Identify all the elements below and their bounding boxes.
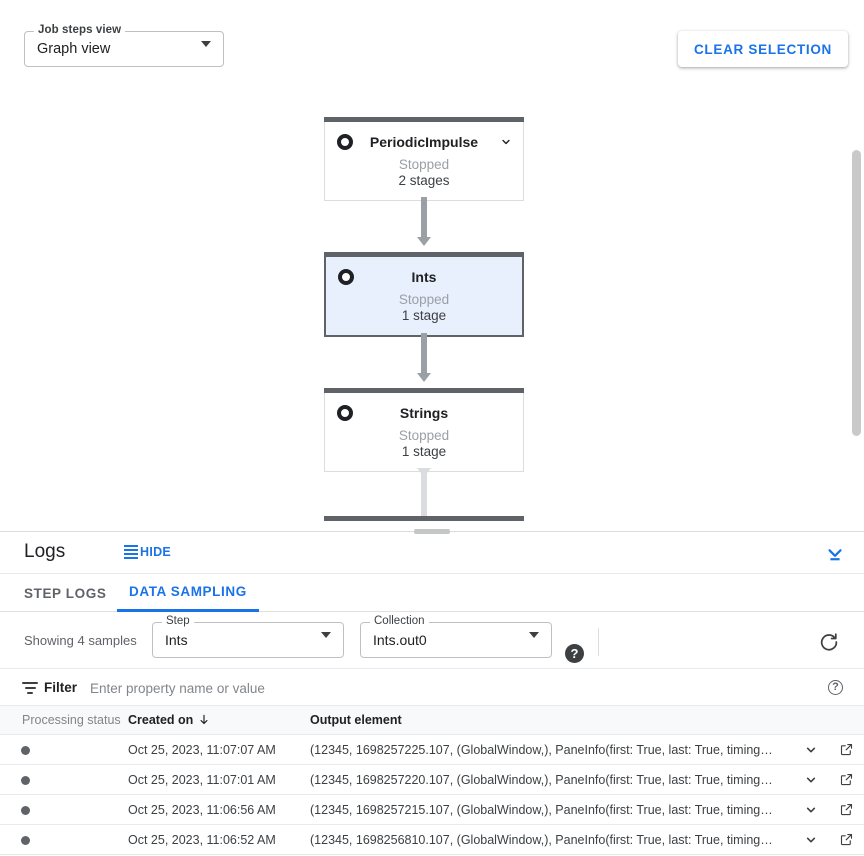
tab-data-sampling[interactable]: DATA SAMPLING — [117, 574, 259, 612]
cell-output-element: (12345, 1698256810.107, (GlobalWindow,),… — [310, 833, 773, 847]
expand-row-chevron-icon[interactable] — [803, 742, 819, 758]
node-stages: 1 stage — [401, 308, 447, 323]
job-steps-view-value: Graph view — [37, 41, 111, 57]
hide-logs-button[interactable]: HIDE — [124, 545, 171, 559]
filter-help-icon[interactable]: ? — [828, 680, 843, 695]
status-dot-icon — [21, 776, 30, 785]
step-select[interactable]: Step Ints — [152, 615, 344, 658]
collection-select-value: Ints.out0 — [373, 632, 427, 648]
logs-title: Logs — [24, 541, 66, 562]
open-in-new-icon[interactable] — [839, 832, 854, 847]
table-header-row: Processing status Created on Output elem… — [0, 706, 864, 735]
node-title: Ints — [411, 269, 437, 285]
step-select-label: Step — [162, 615, 194, 627]
panel-resize-handle[interactable] — [414, 529, 450, 534]
graph-node-partial[interactable] — [324, 516, 524, 521]
graph-edge-arrow-1 — [417, 237, 431, 246]
graph-node-ints[interactable]: Ints Stopped 1 stage — [324, 252, 524, 337]
filter-input[interactable] — [88, 678, 788, 698]
refresh-icon[interactable] — [818, 631, 840, 653]
graph-vertical-scrollbar[interactable] — [852, 150, 861, 436]
node-status-bar — [324, 388, 524, 393]
collapse-panel-icon[interactable] — [824, 543, 846, 565]
status-dot-icon — [21, 806, 30, 815]
chevron-down-icon — [529, 632, 539, 656]
node-title: PeriodicImpulse — [369, 134, 479, 150]
hide-logs-label: HIDE — [140, 545, 172, 559]
cell-created-on: Oct 25, 2023, 11:06:52 AM — [128, 833, 276, 847]
sample-count-label: Showing 4 samples — [24, 633, 137, 648]
sort-descending-icon[interactable] — [197, 712, 211, 728]
graph-edge-arrow-3 — [417, 468, 431, 477]
expand-row-chevron-icon[interactable] — [803, 772, 819, 788]
node-status: Stopped — [398, 428, 450, 443]
column-header-processing-status[interactable]: Processing status — [22, 713, 121, 727]
collection-select-label: Collection — [370, 615, 429, 627]
stop-icon — [337, 134, 353, 150]
job-steps-view-label: Job steps view — [34, 24, 126, 36]
node-status-bar — [324, 117, 524, 122]
logs-panel: Logs HIDE STEP LOGS DATA SAMPLING Showin… — [0, 531, 864, 856]
cell-output-element: (12345, 1698257220.107, (GlobalWindow,),… — [310, 773, 773, 787]
logs-tabs: STEP LOGS DATA SAMPLING — [0, 574, 864, 612]
column-header-output-element[interactable]: Output element — [310, 713, 402, 727]
cell-created-on: Oct 25, 2023, 11:07:01 AM — [128, 773, 276, 787]
job-graph-pane: Job steps view Graph view CLEAR SELECTIO… — [24, 24, 861, 521]
node-status-bar — [324, 252, 524, 257]
graph-node-periodicimpulse[interactable]: PeriodicImpulse Stopped 2 stages — [324, 117, 524, 201]
stop-icon — [337, 405, 353, 421]
expand-row-chevron-icon[interactable] — [803, 832, 819, 848]
filter-label: Filter — [44, 680, 78, 695]
tab-step-logs[interactable]: STEP LOGS — [24, 585, 107, 601]
collection-select[interactable]: Collection Ints.out0 — [360, 615, 552, 658]
graph-edge-2 — [421, 333, 427, 373]
cell-output-element: (12345, 1698257225.107, (GlobalWindow,),… — [310, 743, 773, 757]
logs-panel-header: Logs HIDE — [0, 532, 864, 574]
column-header-created-on[interactable]: Created on — [128, 713, 194, 727]
node-stages: 2 stages — [398, 173, 450, 188]
table-row[interactable]: Oct 25, 2023, 11:07:07 AM (12345, 169825… — [0, 735, 864, 765]
chevron-down-icon[interactable] — [499, 135, 513, 149]
filter-icon — [22, 682, 38, 697]
graph-edge-1 — [421, 197, 427, 237]
table-row[interactable]: Oct 25, 2023, 11:06:52 AM (12345, 169825… — [0, 825, 864, 855]
graph-edge-arrow-2 — [417, 373, 431, 382]
open-in-new-icon[interactable] — [839, 742, 854, 757]
graph-node-strings[interactable]: Strings Stopped 1 stage — [324, 388, 524, 472]
node-status: Stopped — [398, 292, 450, 307]
cell-output-element: (12345, 1698257215.107, (GlobalWindow,),… — [310, 803, 773, 817]
open-in-new-icon[interactable] — [839, 772, 854, 787]
node-status: Stopped — [398, 157, 450, 172]
control-divider — [598, 628, 599, 656]
table-row[interactable]: Oct 25, 2023, 11:06:56 AM (12345, 169825… — [0, 795, 864, 825]
chevron-down-icon — [321, 632, 331, 656]
clear-selection-button[interactable]: CLEAR SELECTION — [677, 31, 848, 67]
node-title: Strings — [399, 405, 449, 421]
table-row[interactable]: Oct 25, 2023, 11:07:01 AM (12345, 169825… — [0, 765, 864, 795]
status-dot-icon — [21, 836, 30, 845]
sampling-controls: Showing 4 samples Step Ints Collection I… — [0, 612, 864, 669]
status-dot-icon — [21, 746, 30, 755]
expand-row-chevron-icon[interactable] — [803, 802, 819, 818]
step-select-value: Ints — [165, 632, 188, 648]
cell-created-on: Oct 25, 2023, 11:06:56 AM — [128, 803, 276, 817]
stop-icon — [338, 269, 354, 285]
job-steps-view-select[interactable]: Job steps view Graph view — [24, 24, 224, 67]
list-icon — [124, 545, 138, 559]
node-stages: 1 stage — [401, 444, 447, 459]
help-icon[interactable]: ? — [565, 644, 584, 663]
filter-bar: Filter ? — [0, 669, 864, 706]
cell-created-on: Oct 25, 2023, 11:07:07 AM — [128, 743, 276, 757]
graph-edge-3 — [421, 468, 427, 516]
open-in-new-icon[interactable] — [839, 802, 854, 817]
chevron-down-icon — [201, 41, 211, 65]
sampling-table-body: Oct 25, 2023, 11:07:07 AM (12345, 169825… — [0, 735, 864, 855]
